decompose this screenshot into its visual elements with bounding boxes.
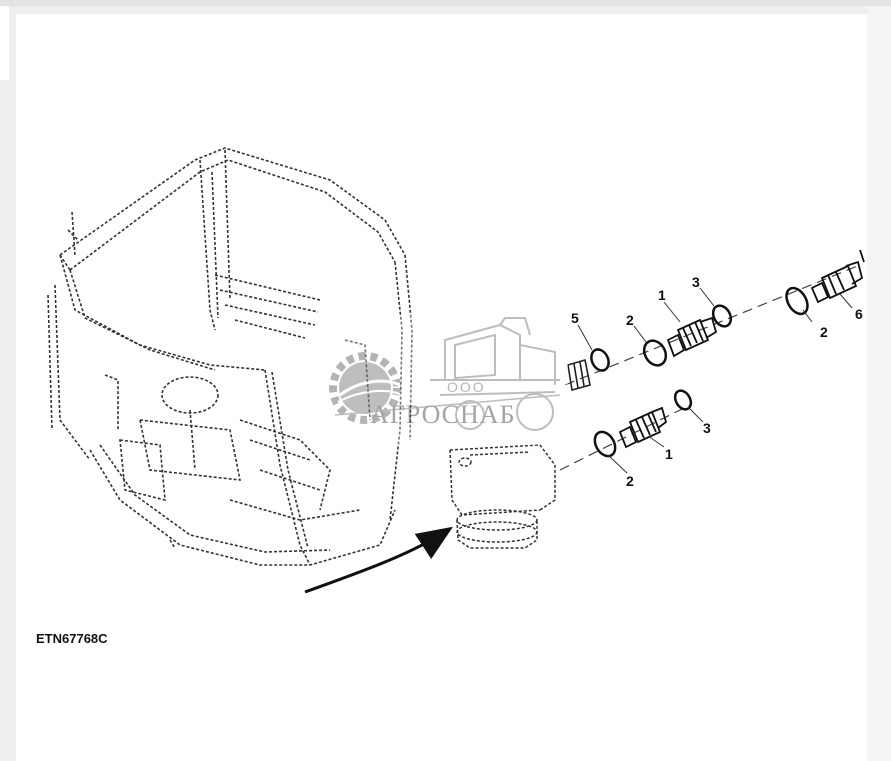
right-gutter xyxy=(867,6,891,761)
o-ring-5 xyxy=(590,348,610,372)
callout-6: 6 xyxy=(855,306,863,322)
o-ring-3-lower xyxy=(673,389,693,411)
fitting-part-5 xyxy=(567,358,591,392)
callout-2-upper: 2 xyxy=(626,312,634,328)
callout-3-lower: 3 xyxy=(703,420,711,436)
sensor-part-1-upper xyxy=(666,316,718,358)
top-bar xyxy=(0,0,891,6)
tractor-cab-drawing xyxy=(47,147,413,566)
figure-code: ETN67768C xyxy=(36,631,108,646)
o-ring-2-lower xyxy=(593,430,617,458)
callout-leaders xyxy=(577,287,853,474)
callout-1-upper: 1 xyxy=(658,287,666,303)
callout-3-upper: 3 xyxy=(692,274,700,290)
left-strip xyxy=(0,6,9,80)
o-ring-3-upper xyxy=(711,304,733,328)
watermark-prefix: ООО xyxy=(447,379,486,395)
fitting-part-6 xyxy=(810,249,865,304)
callout-5: 5 xyxy=(571,310,579,326)
direction-arrow xyxy=(304,526,454,594)
o-ring-2-upper xyxy=(642,339,668,367)
gear-logo-icon xyxy=(329,352,403,424)
assembly-axis-lines xyxy=(559,264,861,471)
diagram-panel xyxy=(16,14,867,761)
callout-2-lower: 2 xyxy=(626,473,634,489)
watermark-name: АГРОСНАБ xyxy=(370,400,516,429)
o-ring-2-right xyxy=(785,286,809,316)
tractor-silhouette-icon xyxy=(430,317,560,431)
callout-1-lower: 1 xyxy=(665,446,673,462)
watermark: ООО АГРОСНАБ xyxy=(328,315,568,445)
callout-2-right: 2 xyxy=(820,324,828,340)
valve-mounting-block xyxy=(449,444,556,549)
sensor-part-1-lower xyxy=(618,406,668,449)
